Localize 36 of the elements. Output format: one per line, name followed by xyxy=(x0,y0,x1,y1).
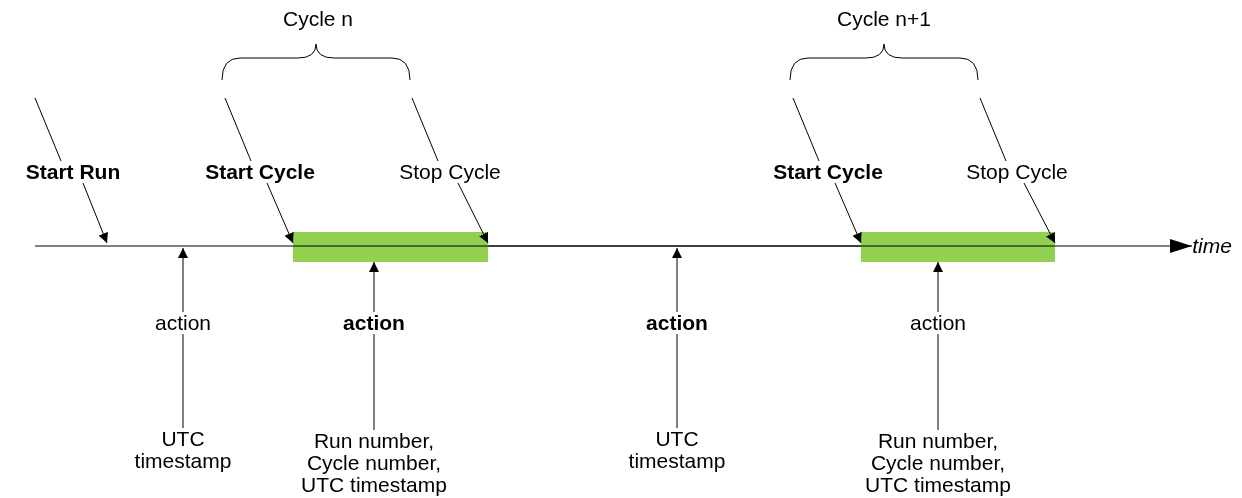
event-label: Stop Cycle xyxy=(947,161,1087,183)
action-label: action xyxy=(143,312,223,334)
connector-line xyxy=(182,333,184,429)
cycle-label: Cycle n xyxy=(282,8,354,30)
connector-line xyxy=(224,97,252,162)
action-label: action xyxy=(637,312,717,334)
arrow xyxy=(1023,182,1056,244)
axis-label: time xyxy=(1191,235,1233,257)
action-label: action xyxy=(898,312,978,334)
connector-line xyxy=(34,97,62,162)
arrow xyxy=(266,182,294,244)
arrow xyxy=(933,261,943,313)
arrow xyxy=(672,247,682,313)
event-label: Start Cycle xyxy=(753,161,903,183)
data-label: Run number, Cycle number, UTC timestamp xyxy=(286,430,462,496)
event-label: Stop Cycle xyxy=(380,161,520,183)
event-label: Start Run xyxy=(8,161,138,183)
arrow xyxy=(178,247,188,313)
arrow xyxy=(369,261,379,313)
data-label: Run number, Cycle number, UTC timestamp xyxy=(850,430,1026,496)
connector-line xyxy=(411,97,439,162)
action-label: action xyxy=(334,312,414,334)
arrow xyxy=(834,182,862,244)
connector-line xyxy=(979,97,1007,162)
connector-line xyxy=(373,333,375,431)
arrow xyxy=(457,182,489,244)
cycle-bar xyxy=(861,232,1055,262)
cycle-bar xyxy=(293,232,488,262)
cycle-label: Cycle n+1 xyxy=(836,8,932,30)
event-label: Start Cycle xyxy=(185,161,335,183)
connector-line xyxy=(792,97,820,162)
connector-line xyxy=(937,333,939,431)
arrow xyxy=(82,182,108,244)
data-label: UTC timestamp xyxy=(128,428,238,472)
connector-line xyxy=(676,333,678,429)
data-label: UTC timestamp xyxy=(622,428,732,472)
